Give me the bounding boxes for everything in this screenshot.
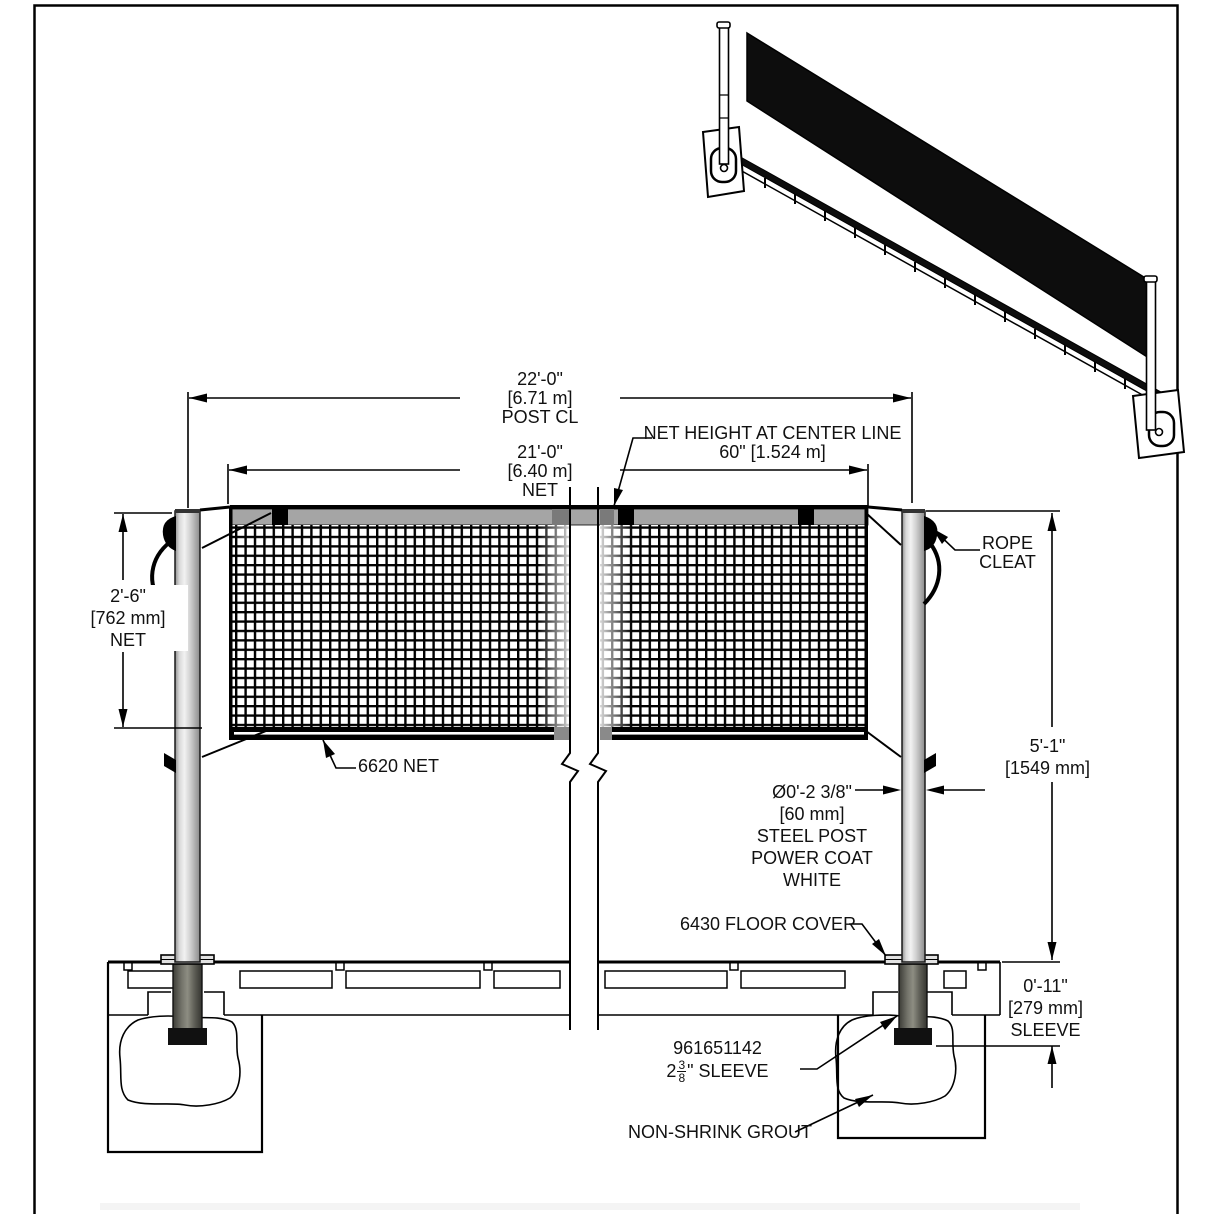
dim-metric: [1549 mm]: [1000, 757, 1095, 779]
callout-rope-cleat: ROPE CLEAT: [960, 534, 1055, 572]
left-foundation: [106, 962, 264, 1154]
spec-metric: [60 mm]: [779, 804, 845, 824]
foundations: [106, 962, 987, 1154]
dim-caption: POST CL: [501, 407, 579, 427]
left-rope-cleat: [162, 516, 176, 551]
right-sleeve-cap: [894, 1028, 932, 1045]
spec-diameter: Ø0'-2 3/8": [772, 782, 852, 802]
right-foundation: [836, 1015, 987, 1140]
callout-net: 6620 NET: [358, 756, 440, 776]
callout-line: CLEAT: [979, 552, 1036, 572]
net-clip: [798, 507, 814, 525]
fraction-numerator: 3: [677, 1057, 687, 1072]
iso-left-post-eye: [719, 163, 729, 173]
dim-sleeve-depth: 0'-11" [279 mm] SLEEVE: [998, 975, 1093, 1041]
right-lower-cleat: [924, 753, 936, 773]
iso-rail-ticks: [764, 178, 1126, 389]
dim-value: 5'-1": [1000, 735, 1095, 757]
left-post: [174, 510, 201, 963]
net-tension-ropes: [201, 512, 902, 758]
leader-net-height: [613, 437, 652, 507]
part-number: 961651142: [673, 1038, 762, 1058]
note-line: NET HEIGHT AT CENTER LINE: [643, 423, 902, 443]
left-sleeve: [172, 962, 203, 1030]
callout-grout: NON-SHRINK GROUT: [628, 1122, 812, 1142]
dim-metric: [6.71 m]: [460, 389, 620, 408]
dim-value: 21'-0": [517, 442, 563, 462]
callout-floor-cover: 6430 FLOOR COVER: [680, 914, 857, 934]
dim-metric: [279 mm]: [1007, 998, 1084, 1018]
dim-post-height: 5'-1" [1549 mm]: [1000, 735, 1095, 779]
callout-sleeve-part: 961651142 2 3 8 " SLEEVE: [650, 1039, 785, 1084]
fraction-denominator: 8: [678, 1070, 686, 1085]
dim-net-width: 21'-0" [6.40 m] NET: [460, 443, 620, 500]
break-lines: [560, 487, 608, 1030]
left-sleeve-cap: [168, 1028, 207, 1045]
dim-net-height: 2'-6" [762 mm] NET: [68, 585, 188, 651]
net-clip: [272, 507, 288, 525]
note-line: 60" [1.524 m]: [719, 442, 826, 462]
sleeves: [168, 962, 932, 1045]
isometric-view: [701, 21, 1186, 460]
sheet-bottom-shade: [100, 1203, 1080, 1210]
dim-value: 22'-0": [517, 369, 563, 389]
spec-line: POWER COAT: [751, 848, 873, 868]
iso-right-post-cap: [1143, 275, 1158, 283]
iso-left-post-joints: [719, 94, 728, 119]
spec-line: WHITE: [783, 870, 841, 890]
part-size: 2 3 8 " SLEEVE: [650, 1058, 785, 1084]
sheet-border: [33, 4, 1179, 1214]
right-rope: [922, 541, 942, 606]
callout-post-spec: Ø0'-2 3/8" [60 mm] STEEL POST POWER COAT…: [732, 781, 892, 891]
spec-line: STEEL POST: [756, 826, 868, 846]
iso-right-plate: [1131, 388, 1186, 460]
dim-caption: NET: [68, 629, 188, 651]
iso-left-post-cap: [716, 21, 731, 29]
note-net-height-centerline: NET HEIGHT AT CENTER LINE 60" [1.524 m]: [620, 424, 925, 462]
net-6620: [199, 505, 903, 758]
left-lower-cleat: [164, 753, 176, 773]
net-clip: [618, 507, 634, 525]
dim-caption: NET: [522, 480, 558, 500]
leader-sleeve: [800, 1015, 898, 1070]
elevation-view: [106, 487, 1001, 1154]
dimension-arrows: [118, 393, 1057, 1107]
size-suffix: " SLEEVE: [687, 1060, 769, 1081]
right-sleeve: [898, 962, 928, 1030]
iso-rail-edge: [739, 169, 1165, 408]
dim-metric: [762 mm]: [68, 607, 188, 629]
size-fraction: 3 8: [677, 1057, 687, 1085]
dim-post-centerline: 22'-0" [6.71 m] POST CL: [460, 370, 620, 427]
size-whole: 2: [666, 1060, 677, 1081]
dim-value: 0'-11": [1023, 976, 1068, 996]
dim-metric: [6.40 m]: [460, 462, 620, 481]
dim-value: 2'-6": [68, 585, 188, 607]
iso-right-post-eye: [1154, 427, 1164, 437]
net-mesh-right: [600, 525, 868, 727]
callout-line: ROPE: [981, 533, 1033, 553]
net-mesh-left: [230, 525, 570, 727]
iso-right-post: [1145, 279, 1157, 431]
dim-caption: SLEEVE: [1010, 1020, 1081, 1040]
right-post: [901, 510, 926, 963]
right-rope-cleat: [924, 516, 938, 551]
floor-section: [108, 960, 1001, 1016]
